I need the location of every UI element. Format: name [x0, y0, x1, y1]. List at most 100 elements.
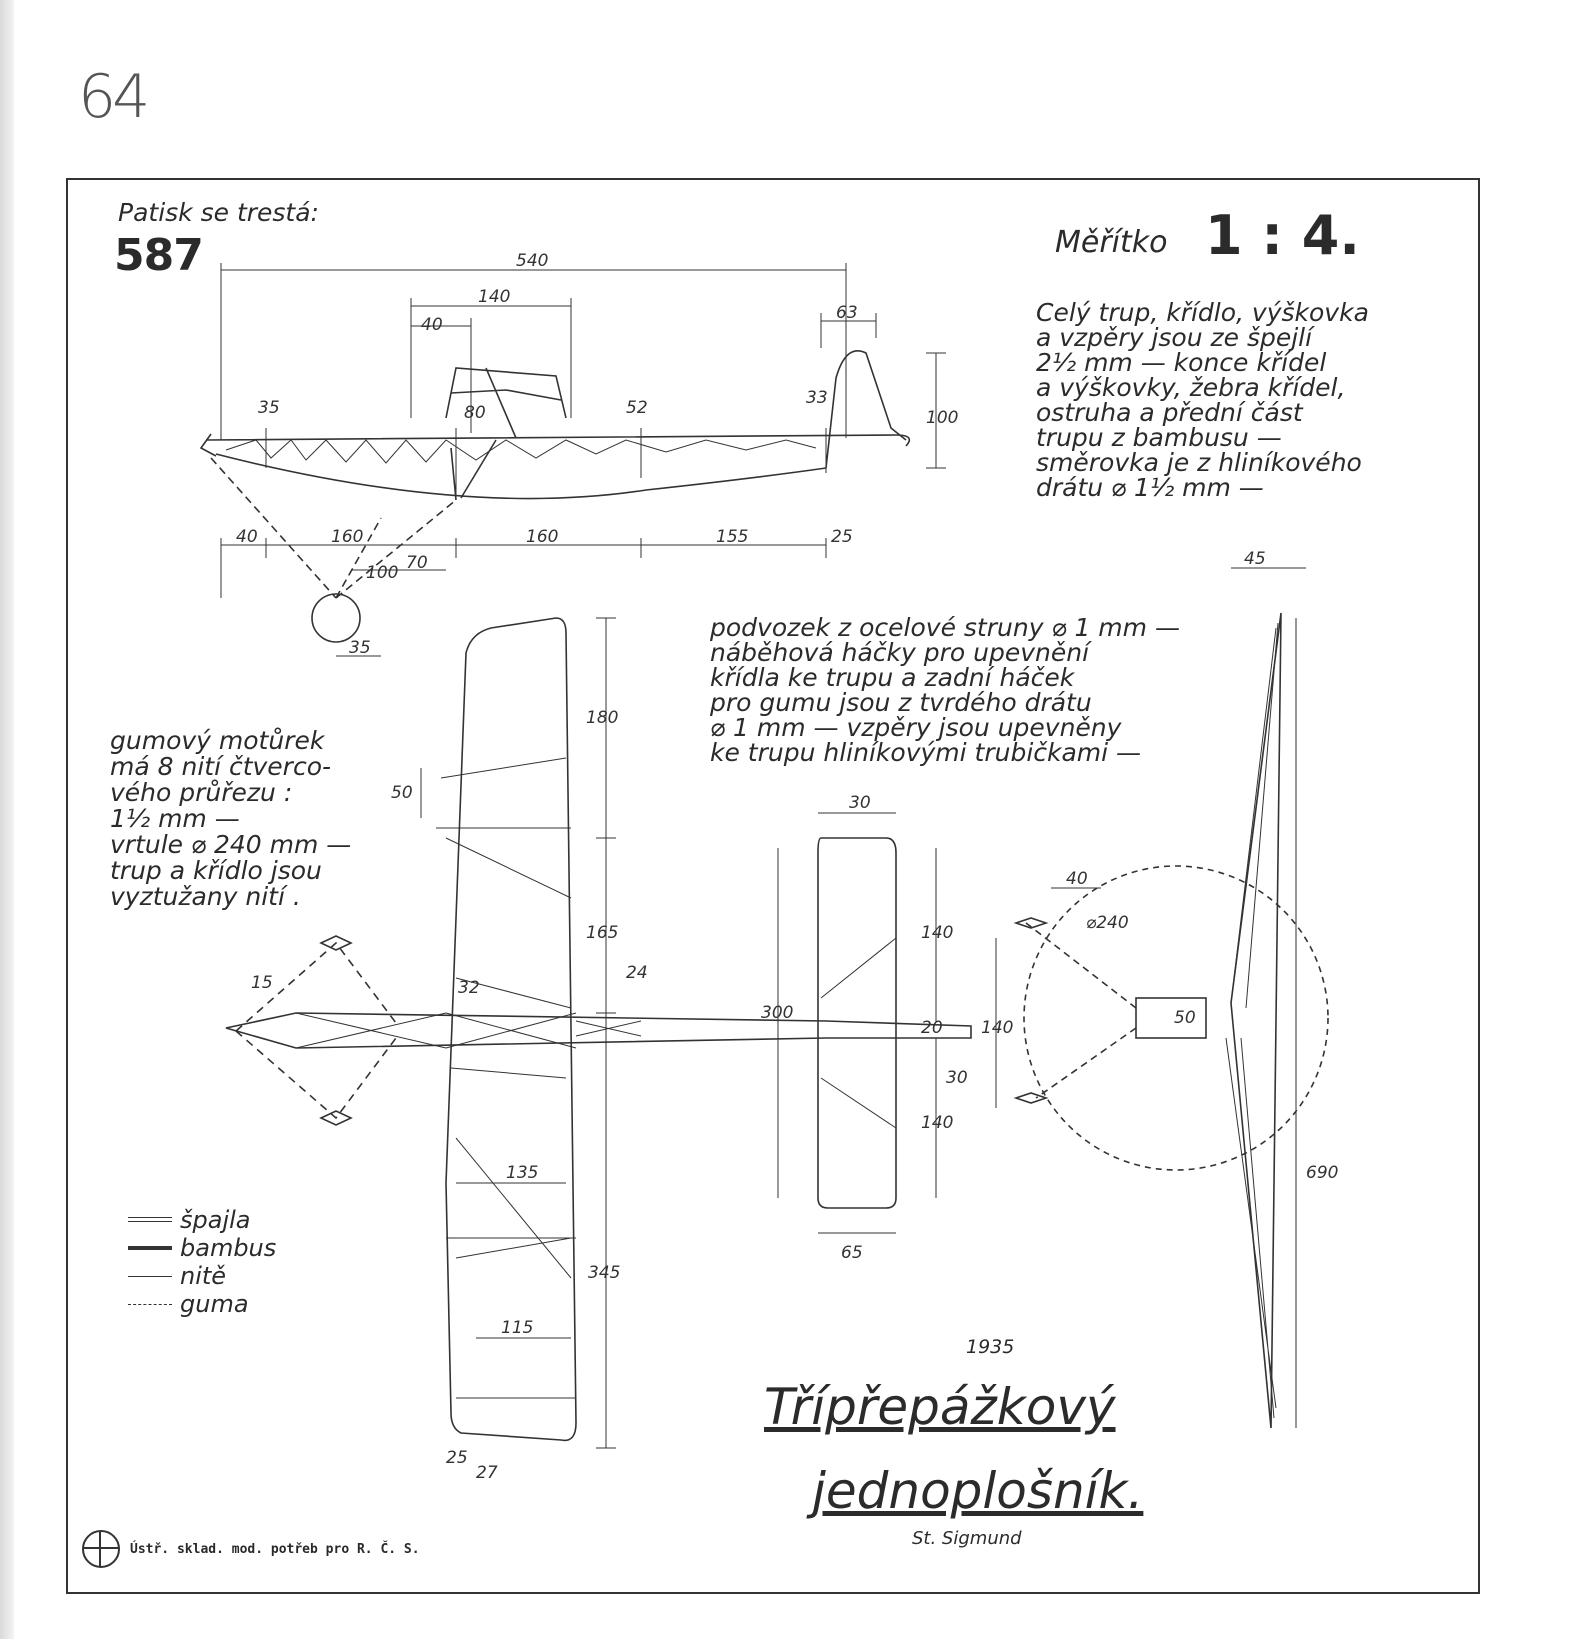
year: 1935: [966, 1336, 1015, 1358]
dim-140: 140: [478, 287, 510, 307]
model-number: 587: [114, 230, 204, 281]
dim-160a: 160: [331, 527, 363, 547]
top-wing-outline: [445, 617, 577, 1442]
side-wheel: [311, 593, 361, 643]
note-line: trupu z bambusu —: [1036, 423, 1282, 452]
dim-160b: 160: [526, 527, 558, 547]
front-fuselage-box: [1135, 997, 1207, 1039]
dim-15: 15: [251, 973, 273, 993]
dim-25b: 25: [446, 1448, 468, 1468]
legend: špajla bambus nitě guma: [128, 1206, 276, 1318]
model-label: Patisk se trestá:: [118, 198, 319, 227]
legend-label: špajla: [180, 1206, 251, 1234]
blueprint-drawing: 540 140 40 63 35 80 52 33 100 40 160 160…: [199, 251, 1338, 1483]
note-line: 1½ mm —: [110, 804, 240, 833]
tail-plane-braces: [820, 937, 897, 1129]
dim-300: 300: [761, 1003, 793, 1023]
thick-line-symbol: [128, 1243, 172, 1253]
globe-logo-icon: [82, 1530, 120, 1568]
dim-50: 50: [391, 783, 413, 803]
front-propeller-disc: [1023, 865, 1329, 1171]
dim-25: 25: [831, 527, 853, 547]
dim-70: 70: [406, 553, 428, 573]
publisher: Ústř. sklad. mod. potřeb pro R. Č. S.: [82, 1530, 420, 1568]
note-line: ke trupu hliníkovými trubičkami —: [710, 738, 1142, 767]
side-verticals: [265, 428, 827, 498]
dim-155: 155: [716, 527, 748, 547]
note-line: vrtule ⌀ 240 mm —: [110, 830, 352, 859]
tail-plane-outline: [817, 837, 897, 1209]
drawing-frame: [66, 178, 1480, 1594]
top-prop-blades: [319, 935, 353, 1126]
legend-item: bambus: [128, 1234, 276, 1262]
top-dims: [420, 617, 616, 1449]
side-rudder: [825, 350, 907, 469]
front-wing-strut-right: [1230, 612, 1282, 1429]
note-line: podvozek z ocelové struny ⌀ 1 mm —: [710, 613, 1180, 642]
dim-100b: 100: [366, 563, 398, 583]
dim-27: 27: [476, 1463, 498, 1483]
legend-item: špajla: [128, 1206, 276, 1234]
note-line: vyztužany nití .: [110, 882, 301, 911]
legend-item: guma: [128, 1290, 276, 1318]
legend-label: bambus: [180, 1234, 277, 1262]
page-number: 64: [78, 62, 150, 132]
scale-label: Měřítko: [1055, 225, 1168, 260]
legend-label: nitě: [180, 1262, 227, 1290]
front-wing-lines: [1225, 622, 1279, 1419]
note-line: ostruha a přední část: [1036, 398, 1303, 427]
dim-140b: 140: [921, 1113, 953, 1133]
dim-33: 33: [806, 388, 828, 408]
note-line: má 8 nití čtverco-: [110, 752, 332, 781]
tail-dims: [777, 812, 997, 1234]
top-fuselage: [225, 1012, 972, 1049]
front-wheels: [1013, 917, 1049, 1104]
legend-label: guma: [180, 1290, 249, 1318]
dim-35: 35: [258, 398, 280, 418]
note-line: drátu ⌀ 1½ mm —: [1036, 473, 1264, 502]
dim-63: 63: [836, 303, 858, 323]
side-cabane: [445, 367, 567, 439]
undercarriage-notes: podvozek z ocelové struny ⌀ 1 mm — náběh…: [710, 615, 1180, 765]
scan-edge: [0, 0, 14, 1639]
dim-65: 65: [841, 1243, 863, 1263]
dim-40b: 40: [236, 527, 258, 547]
front-gear-lines: [1025, 922, 1137, 1099]
dim-115: 115: [501, 1318, 533, 1338]
note-line: 2½ mm — konce křídel: [1036, 348, 1327, 377]
note-line: trup a křídlo jsou: [110, 856, 322, 885]
dim-540: 540: [516, 251, 548, 271]
dim-135: 135: [506, 1163, 538, 1183]
dim-180: 180: [586, 708, 618, 728]
dim-100: 100: [926, 408, 958, 428]
note-line: a výškovky, žebra křídel,: [1036, 373, 1346, 402]
dim-80: 80: [464, 403, 486, 423]
dim-24: 24: [626, 963, 648, 983]
dim-240: ⌀240: [1086, 913, 1129, 933]
title-line-2: jednoplošník.: [812, 1462, 1144, 1520]
top-wing-ribs: [436, 827, 576, 1399]
dim-52: 52: [626, 398, 648, 418]
note-line: směrovka je z hliníkového: [1036, 448, 1362, 477]
note-line: vého průřezu :: [110, 778, 293, 807]
thin-line-symbol: [128, 1271, 172, 1281]
side-fuselage-zigzag: [225, 439, 817, 464]
side-wing-strut: [450, 439, 497, 501]
note-line: křídla ke trupu a zadní háček: [710, 663, 1075, 692]
dim-35b: 35: [349, 638, 371, 658]
dim-40: 40: [421, 315, 443, 335]
side-undercarriage: [210, 457, 457, 599]
note-line: pro gumu jsou z tvrdého drátu: [710, 688, 1092, 717]
dashed-line-symbol: [128, 1299, 172, 1309]
top-propeller-lines: [235, 941, 397, 1120]
note-line: a vzpěry jsou ze špejlí: [1036, 323, 1313, 352]
side-fuselage-top: [205, 434, 911, 447]
publisher-name: Ústř. sklad. mod. potřeb pro R. Č. S.: [130, 1541, 420, 1557]
dim-45: 45: [1244, 549, 1266, 569]
construction-notes: Celý trup, křídlo, výškovka a vzpěry jso…: [1036, 300, 1456, 500]
dim-32: 32: [458, 978, 480, 998]
side-fuselage-bottom: [215, 453, 827, 500]
dim-690: 690: [1306, 1163, 1338, 1183]
dim-30: 30: [849, 793, 871, 813]
note-line: gumový motůrek: [110, 726, 325, 755]
